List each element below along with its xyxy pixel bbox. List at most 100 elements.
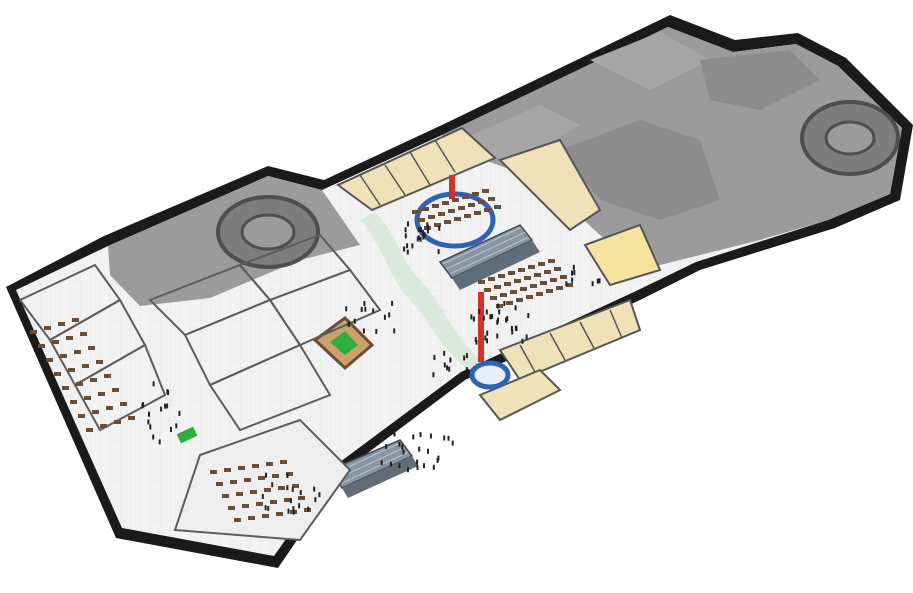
person	[525, 334, 528, 340]
table	[560, 275, 567, 279]
table	[68, 368, 75, 372]
table	[478, 200, 485, 204]
table	[494, 205, 501, 209]
table	[298, 496, 305, 500]
table	[256, 502, 263, 506]
person	[178, 410, 181, 416]
person	[404, 233, 407, 239]
table	[554, 267, 561, 271]
table	[58, 322, 65, 326]
person	[292, 509, 295, 515]
person	[451, 440, 454, 446]
person	[261, 494, 264, 499]
person	[437, 455, 440, 461]
person	[291, 486, 294, 492]
person	[287, 508, 290, 514]
table	[74, 350, 81, 354]
person	[514, 305, 517, 311]
table	[462, 195, 469, 199]
person	[160, 406, 163, 412]
table	[422, 207, 429, 211]
table	[92, 410, 99, 414]
person	[313, 486, 316, 492]
person	[385, 444, 388, 450]
table	[70, 400, 77, 404]
table	[500, 293, 507, 297]
table	[494, 285, 501, 289]
table	[38, 344, 45, 348]
person	[463, 355, 466, 361]
table	[488, 197, 495, 201]
table	[432, 204, 439, 208]
table	[438, 212, 445, 216]
person	[486, 338, 488, 344]
person	[416, 464, 419, 470]
person	[170, 426, 172, 432]
atrium-ring	[469, 360, 511, 390]
table	[82, 364, 89, 368]
person	[393, 430, 396, 435]
person	[386, 430, 389, 436]
table	[454, 217, 461, 221]
person	[571, 270, 573, 276]
person	[362, 328, 365, 334]
person	[166, 403, 169, 409]
retail-units	[336, 126, 662, 422]
table	[270, 500, 277, 504]
person	[271, 482, 274, 488]
person	[485, 309, 488, 315]
table	[228, 506, 235, 510]
person	[465, 367, 468, 373]
person	[372, 308, 375, 314]
person	[422, 234, 425, 240]
table	[498, 274, 505, 278]
person	[446, 365, 449, 371]
person	[388, 312, 391, 318]
table	[508, 271, 515, 275]
person	[402, 449, 405, 455]
person	[591, 281, 594, 287]
person	[449, 357, 452, 363]
table	[448, 209, 455, 213]
table	[538, 262, 545, 266]
table	[114, 420, 121, 424]
table	[418, 218, 425, 222]
table	[524, 276, 531, 280]
table	[222, 494, 229, 498]
table	[252, 464, 259, 468]
table	[238, 466, 245, 470]
table	[86, 428, 93, 432]
person	[470, 314, 473, 320]
person	[486, 330, 489, 336]
person	[406, 243, 409, 249]
person	[423, 463, 425, 469]
retail-unit-dividers	[359, 139, 623, 373]
person	[421, 229, 424, 235]
person	[521, 338, 524, 344]
person	[318, 492, 321, 498]
public-corridor	[360, 212, 480, 370]
person	[498, 309, 501, 315]
person	[375, 328, 378, 334]
furniture-layer	[30, 189, 573, 522]
table	[230, 480, 237, 484]
person	[598, 278, 601, 284]
person	[571, 277, 574, 283]
parking-ramp	[800, 100, 900, 176]
person	[482, 315, 485, 321]
person	[393, 328, 396, 334]
table	[120, 402, 127, 406]
table	[546, 289, 553, 293]
person	[152, 381, 155, 387]
person	[404, 227, 407, 233]
person	[496, 333, 499, 339]
table	[84, 396, 91, 400]
person	[382, 436, 384, 442]
table	[496, 304, 503, 308]
person	[429, 433, 432, 439]
person	[360, 307, 363, 312]
table	[286, 472, 293, 476]
table	[504, 282, 511, 286]
escalator	[438, 224, 540, 290]
